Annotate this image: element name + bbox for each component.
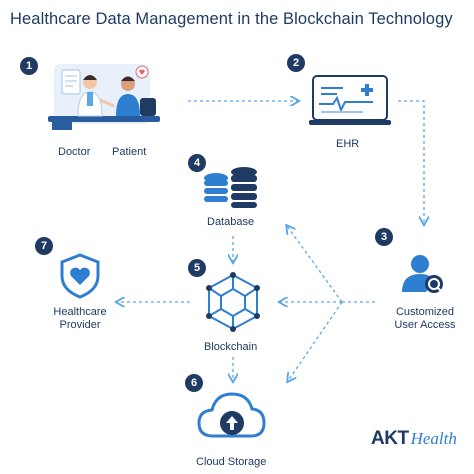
arrow-access-to-database <box>287 226 343 303</box>
logo-part2: Health <box>410 429 457 448</box>
logo-part1: AKT <box>371 428 409 449</box>
step-badge-1: 1 <box>20 57 38 75</box>
user-access-icon <box>402 255 443 293</box>
doctor-patient-illustration <box>48 64 160 130</box>
akt-health-logo: AKT Health <box>371 428 457 450</box>
page-title: Healthcare Data Management in the Blockc… <box>10 10 453 28</box>
blockchain-cube-icon <box>206 272 260 332</box>
arrow-access-to-cloud <box>288 301 343 381</box>
blockchain-label: Blockchain <box>204 341 258 353</box>
step-badge-7: 7 <box>35 237 53 255</box>
cloud-upload-icon <box>197 392 266 438</box>
ehr-label: EHR <box>336 138 360 150</box>
step-badge-4: 4 <box>188 154 206 172</box>
arrow-ehr-to-access <box>398 100 424 224</box>
user-access-label-line1: Customized <box>395 306 455 318</box>
shield-heart-icon <box>60 253 100 299</box>
database-label: Database <box>207 216 255 228</box>
provider-label-line2: Provider <box>59 319 101 331</box>
user-access-label-line2: User Access <box>394 319 456 331</box>
step-badge-3: 3 <box>375 228 393 246</box>
step-badge-5: 5 <box>188 259 206 277</box>
database-icon <box>204 167 257 208</box>
step-badge-2: 2 <box>287 54 305 72</box>
provider-label-line1: Healthcare <box>53 306 107 318</box>
step-badge-6: 6 <box>185 374 203 392</box>
doctor-label: Doctor <box>58 146 91 158</box>
patient-label: Patient <box>112 146 147 158</box>
ehr-monitor-icon <box>309 75 391 125</box>
cloud-storage-label: Cloud Storage <box>196 456 267 468</box>
